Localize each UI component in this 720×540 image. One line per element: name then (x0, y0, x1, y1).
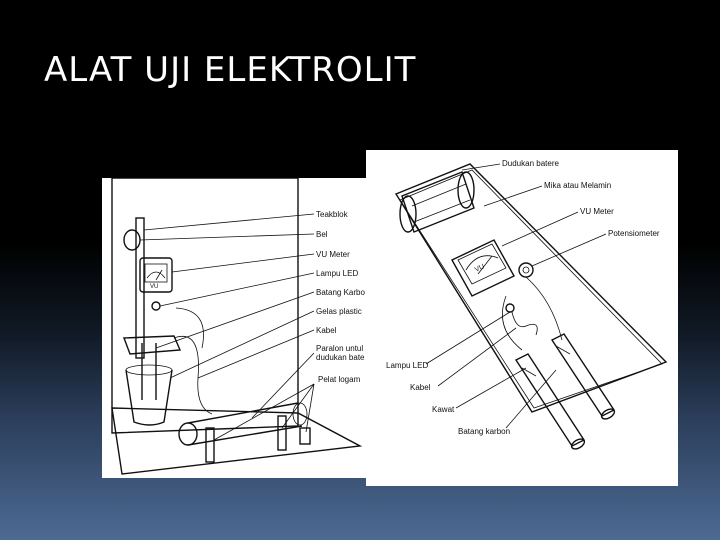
label-paralon-line1: Paralon untul (316, 344, 363, 353)
right-diagram-drawing: VU Dudukan batere Mika atau Melamin VU M… (386, 159, 668, 450)
pipe-body (187, 402, 303, 446)
battery-end-left (399, 195, 417, 233)
potentiometer-icon (518, 262, 534, 278)
label-dudukan-batere: Dudukan batere (502, 159, 559, 168)
slide-title: ALAT UJI ELEKTROLIT (44, 50, 417, 90)
vu-meter-face (144, 263, 168, 283)
metal-plate-3 (299, 427, 311, 445)
label-paralon-line2: dudukan bate (316, 353, 365, 362)
right-diagram-image: VU Dudukan batere Mika atau Melamin VU M… (366, 150, 678, 486)
carbon-rod-2 (550, 333, 616, 420)
plastic-glass-rim (125, 364, 173, 376)
label-gelas-plastic: Gelas plastic (316, 307, 362, 316)
left-diagram-image: VU Teakblok Bel VU Meter Lampu LED Batan… (102, 178, 368, 478)
pipe-end (178, 422, 198, 446)
label-kabel: Kabel (316, 326, 337, 335)
label-bel: Bel (316, 230, 328, 239)
label-batang-karbon: Batang Karbo (316, 288, 365, 297)
led-icon (151, 301, 161, 311)
label-potensiometer: Potensiometer (608, 229, 660, 238)
vu-meter-text: VU (474, 263, 486, 273)
vu-meter-face (457, 243, 507, 285)
teakblok-stand (135, 217, 145, 359)
vu-meter-text: VU (150, 284, 158, 290)
label-batang-karbon: Batang karbon (458, 427, 510, 436)
vu-meter-body (451, 239, 515, 297)
metal-plate-1 (205, 427, 215, 463)
battery-holder (401, 171, 475, 233)
led-icon (505, 303, 515, 313)
vu-meter-body (139, 257, 173, 293)
label-vu-meter: VU Meter (316, 250, 350, 259)
vu-meter-needle (477, 255, 493, 275)
label-kawat: Kawat (432, 405, 455, 414)
left-diagram-drawing: VU Teakblok Bel VU Meter Lampu LED Batan… (111, 178, 365, 475)
base-board (111, 407, 363, 475)
label-vu-meter: VU Meter (580, 207, 614, 216)
label-pelat-logam: Pelat logam (318, 375, 361, 384)
bell-icon (123, 229, 141, 251)
vu-meter-dial (465, 255, 499, 271)
label-kabel: Kabel (410, 383, 431, 392)
carbon-rod-1 (514, 353, 586, 450)
metal-plate-2 (277, 415, 287, 451)
plastic-glass (125, 369, 173, 426)
battery-end-right (457, 171, 475, 209)
melamin-board (394, 163, 668, 413)
label-teakblok: Teakblok (316, 210, 349, 219)
vu-meter-needle (155, 269, 163, 281)
vu-meter-dial (146, 271, 166, 279)
label-mika-melamin: Mika atau Melamin (544, 181, 611, 190)
back-board (111, 178, 299, 434)
cable (525, 276, 563, 341)
label-lampu-led: Lampu LED (386, 361, 428, 370)
label-lampu-led: Lampu LED (316, 269, 358, 278)
rod-holder (123, 335, 182, 355)
